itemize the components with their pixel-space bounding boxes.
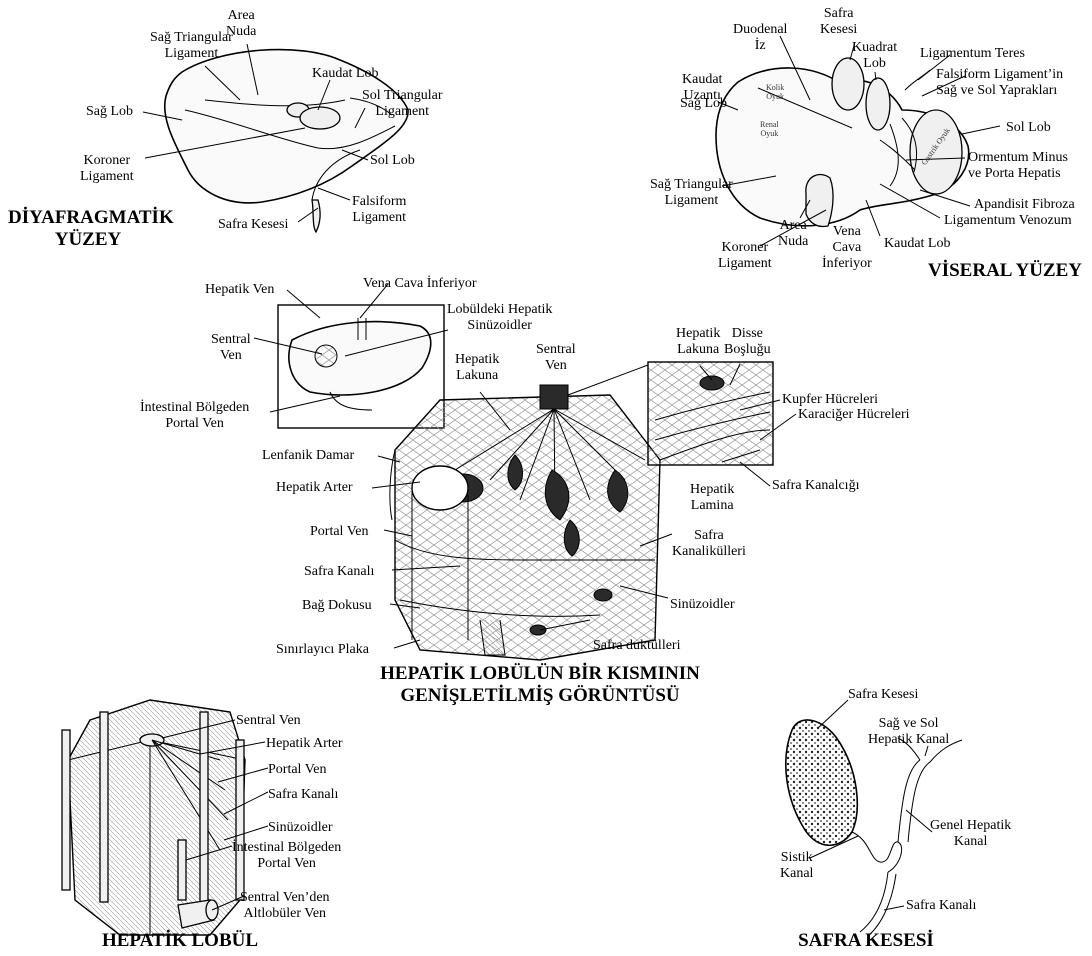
visceral-liver-drawing (716, 58, 969, 227)
label-hepatic-artery-lobule: Hepatik Arter (266, 736, 343, 752)
label-connective-tissue: Bağ Dokusu (302, 598, 372, 614)
label-sinusoids-section: Sinüzoidler (670, 597, 735, 613)
label-left-lobe-diaphragmatic: Sol Lob (370, 153, 415, 169)
label-central-vein-lobule: Sentral Ven (236, 713, 301, 729)
label-bile-duct-section: Safra Kanalı (304, 564, 374, 580)
label-limiting-plate: Sınırlayıcı Plaka (276, 642, 369, 658)
title-gallbladder: SAFRA KESESİ (776, 930, 956, 952)
label-appendix-fibrosa: Apandisit Fibroza (974, 197, 1075, 213)
label-lymphatic-vessel: Lenfanik Damar (262, 448, 354, 464)
label-ligamentum-venosum: Ligamentum Venozum (944, 213, 1072, 229)
label-caudate-lobe-visceral: Kaudat Lob (884, 236, 950, 252)
label-hepatic-vein: Hepatik Ven (205, 282, 274, 298)
title-hepatic-lobule: HEPATİK LOBÜL (80, 930, 280, 952)
hepatic-lobule-drawing (62, 700, 245, 935)
label-bile-ductules: Safra duktülleri (593, 638, 680, 654)
label-vena-cava-inset: Vena Cava İnferiyor (363, 276, 477, 292)
label-gallbladder-diaphragmatic: Safra Kesesi (218, 217, 288, 233)
lobule-block-drawing (390, 385, 660, 660)
label-portal-vein-lobule: Portal Ven (268, 762, 326, 778)
label-sinusoids-lobule: Sinüzoidler (268, 820, 333, 836)
label-portal-vein-section: Portal Ven (310, 524, 368, 540)
label-right-lobe-visceral: Sağ Lob (680, 96, 727, 112)
title-visceral-surface: VİSERAL YÜZEY (920, 260, 1090, 282)
label-hepatic-artery-section: Hepatik Arter (276, 480, 353, 496)
label-bile-duct-gallbladder: Safra Kanalı (906, 898, 976, 914)
label-right-lobe-diaphragmatic: Sağ Lob (86, 104, 133, 120)
label-bile-duct-lobule: Safra Kanalı (268, 787, 338, 803)
label-left-lobe-visceral: Sol Lob (1006, 120, 1051, 136)
label-kupffer-cells: Kupfer Hücreleri (782, 392, 878, 408)
label-caudate-lobe-diaphragmatic: Kaudat Lob (312, 66, 378, 82)
label-gallbladder: Safra Kesesi (848, 687, 918, 703)
label-bile-canaliculus: Safra Kanalcığı (772, 478, 859, 494)
portal-inset-drawing (278, 305, 444, 428)
label-ligamentum-teres: Ligamentum Teres (920, 46, 1025, 62)
label-hepatocytes: Karaciğer Hücreleri (798, 407, 910, 423)
